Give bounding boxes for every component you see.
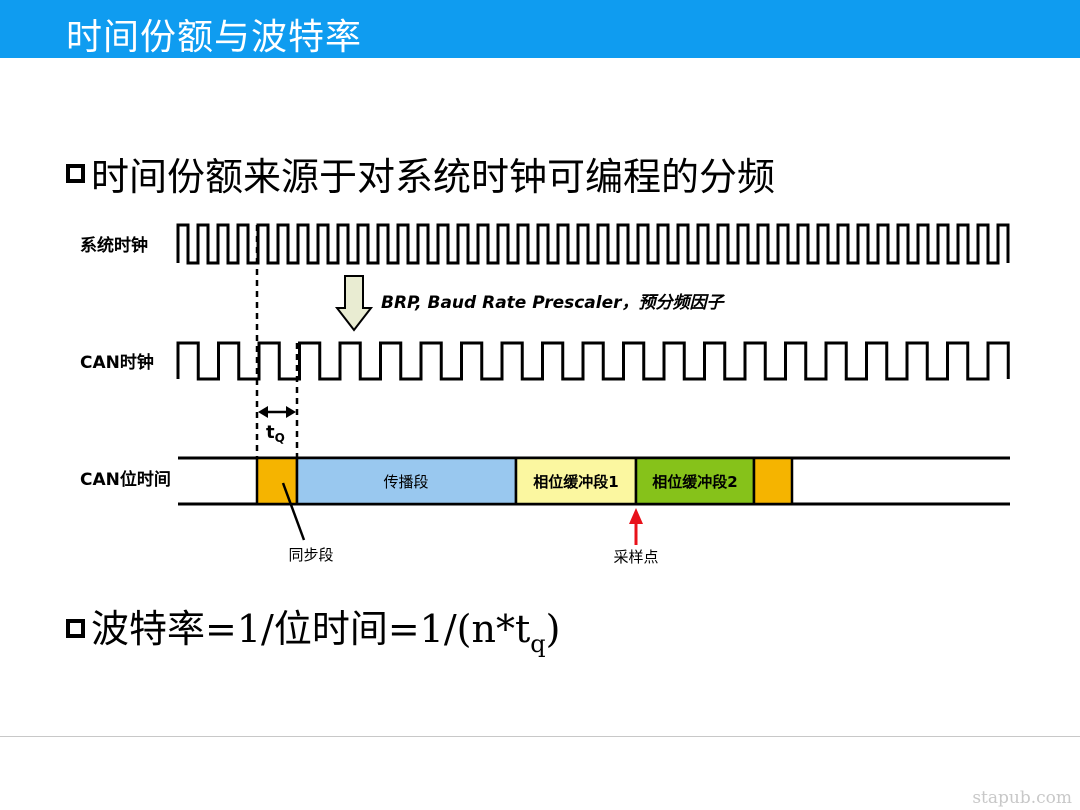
segment-propagation-label: 传播段 [383,473,428,491]
tq-double-arrow-icon [258,406,296,418]
sync-callout-line [281,482,306,541]
bullet-square-icon [66,164,85,183]
segment-sync [255,456,299,506]
label-tq: tQ [266,422,285,445]
label-sample-point: 采样点 [613,548,658,566]
segment-sync-next [752,456,794,506]
segment-phase1 [514,456,638,506]
sample-point-arrow-icon [629,508,643,545]
bullet-text: 时间份额来源于对系统时钟可编程的分频 [91,155,776,199]
formula-text: 波特率=1/位时间=1/(n*tq) [91,607,561,658]
footer-divider [0,736,1080,737]
watermark: stapub.com [972,788,1072,808]
bullet-baud-rate-formula: 波特率=1/位时间=1/(n*tq) [66,598,560,658]
bullet-clock-division: 时间份额来源于对系统时钟可编程的分频 [66,146,775,201]
segment-propagation [295,456,518,506]
label-sync-segment: 同步段 [288,546,333,564]
can-clock-waveform [176,341,1010,381]
bullet-square-icon [66,618,85,638]
slide-title: 时间份额与波特率 [66,17,363,58]
label-bit-time: CAN位时间 [80,469,171,490]
label-system-clock: 系统时钟 [80,235,148,256]
label-can-clock: CAN时钟 [80,352,154,373]
can-bit-timing-diagram: 系统时钟 CAN时钟 CAN位时间 BRP, Baud Rate Prescal… [80,223,1010,566]
system-clock-waveform [176,223,1010,265]
down-arrow-icon [334,275,374,332]
segment-phase1-label: 相位缓冲段1 [533,473,618,491]
label-brp: BRP, Baud Rate Prescaler，预分频因子 [381,293,726,313]
title-bar: 时间份额与波特率 [0,0,1080,58]
segment-phase2-label: 相位缓冲段2 [652,473,737,491]
segment-phase2 [634,456,756,506]
